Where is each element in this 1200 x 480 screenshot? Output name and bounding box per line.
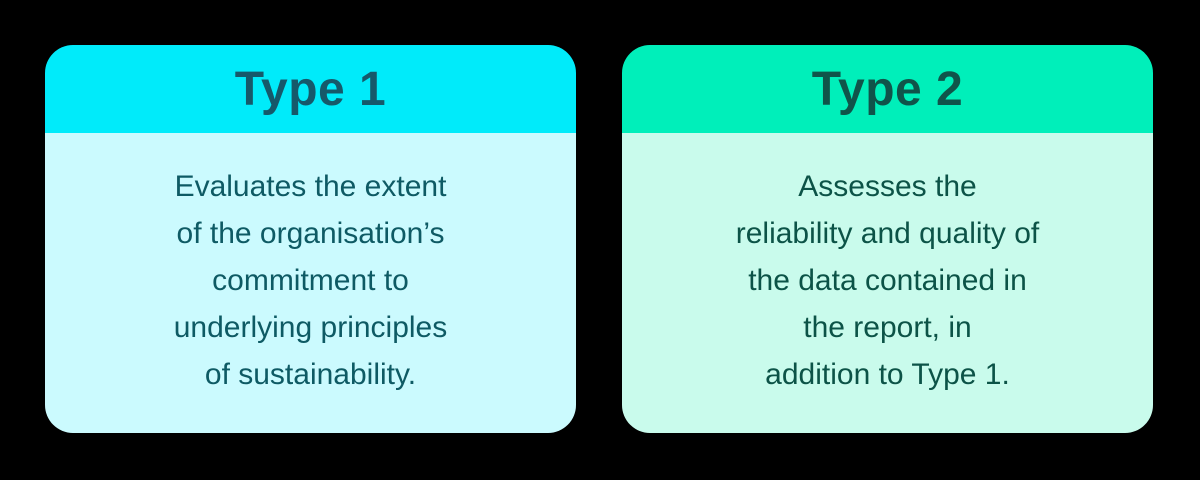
type-2-card-body: Assesses the reliability and quality of … bbox=[622, 133, 1153, 433]
type-1-card-body: Evaluates the extent of the organisation… bbox=[45, 133, 576, 433]
type-1-card-title: Type 1 bbox=[234, 62, 387, 116]
type-2-card-title: Type 2 bbox=[811, 62, 964, 116]
type-1-card-header: Type 1 bbox=[45, 45, 576, 133]
type-2-card-header: Type 2 bbox=[622, 45, 1153, 133]
type-2-card-description: Assesses the reliability and quality of … bbox=[735, 169, 1040, 391]
type-1-card-description: Evaluates the extent of the organisation… bbox=[173, 169, 448, 391]
type-1-card: Type 1 Evaluates the extent of the organ… bbox=[45, 45, 576, 433]
type-2-card: Type 2 Assesses the reliability and qual… bbox=[622, 45, 1153, 433]
